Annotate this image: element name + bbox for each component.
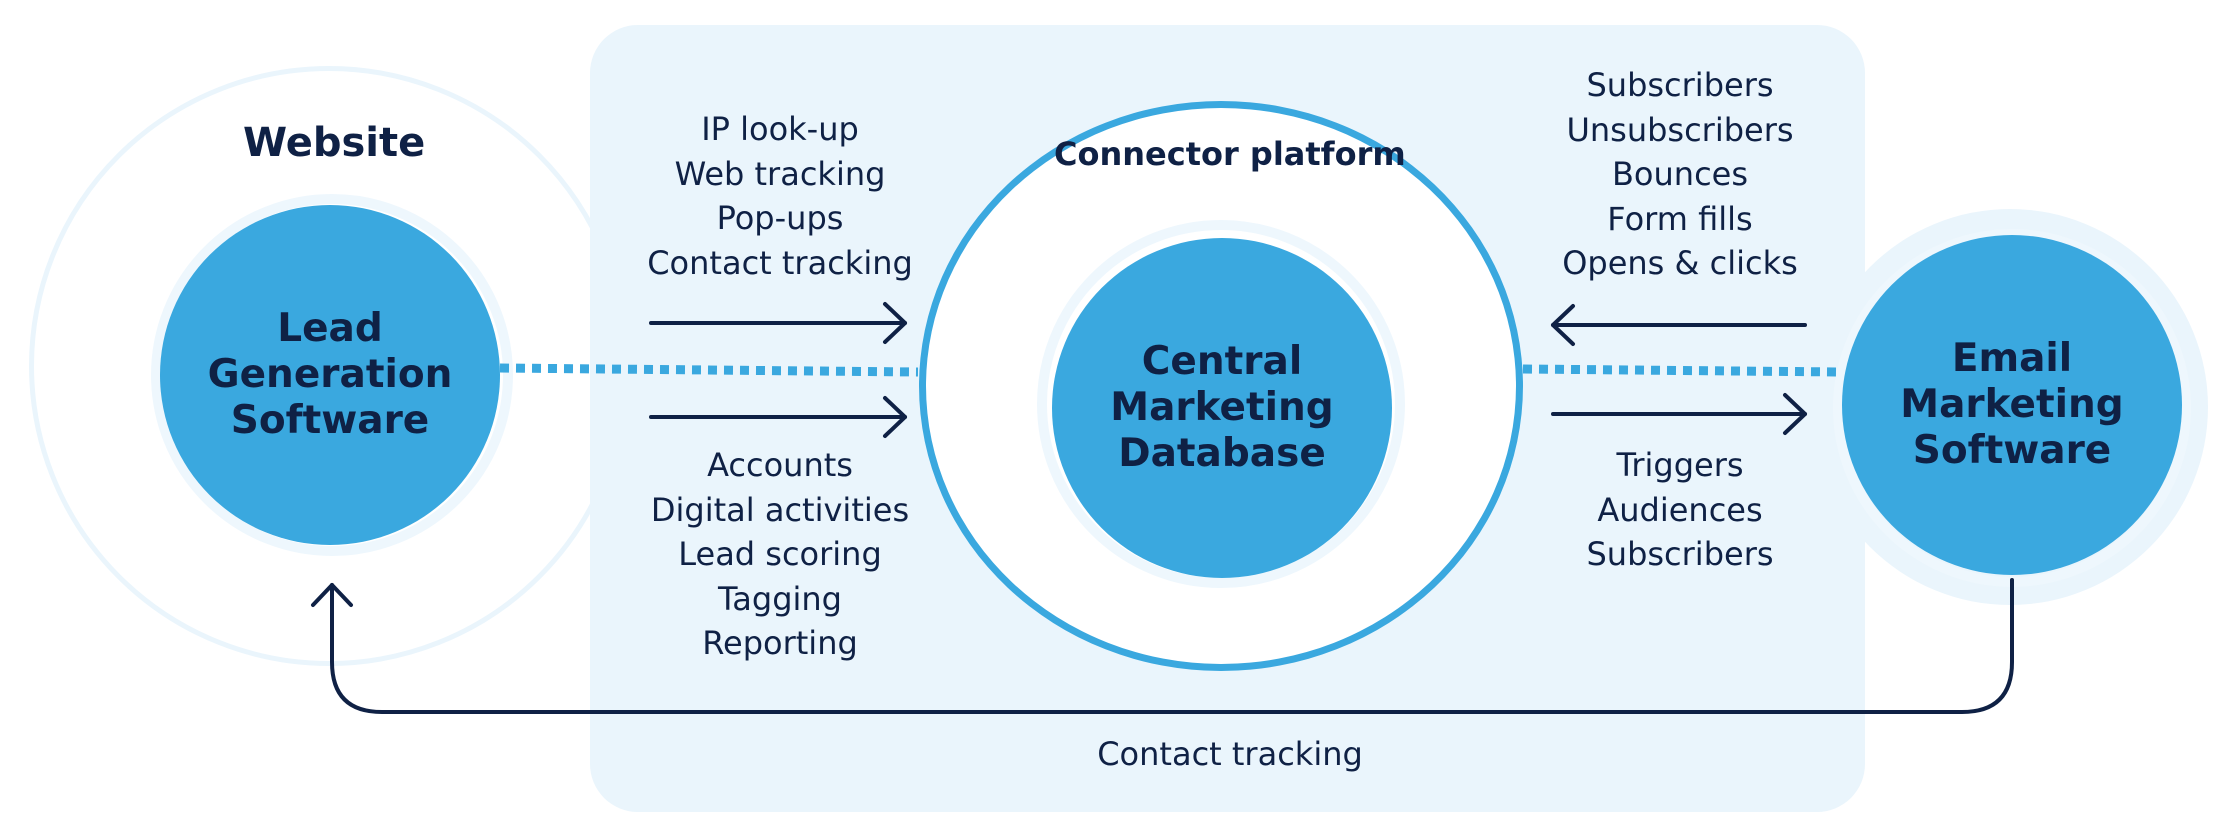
central-node-halo [1037, 220, 1405, 588]
central-marketing-database-node: Central Marketing Database [1052, 238, 1392, 578]
contact-tracking-loop-label: Contact tracking [1060, 732, 1400, 776]
arrow-db-to-email [1551, 393, 1807, 435]
flow-label: Subscribers [1586, 535, 1774, 573]
flow-label: Bounces [1611, 155, 1749, 193]
flow-label: Tagging [718, 579, 842, 618]
flow-label: Audiences [1597, 490, 1763, 529]
flow-label: Triggers [1616, 446, 1744, 484]
lead-generation-software-node: Lead Generation Software [160, 205, 500, 545]
flow-label: Digital activities [650, 490, 910, 529]
flow-label: Reporting [702, 624, 858, 662]
arrow-email-to-db [1551, 304, 1807, 346]
flow-label: Pop-ups [716, 199, 844, 237]
flow-label: Lead scoring [678, 535, 882, 573]
db-email-dotted-link [1522, 364, 1843, 377]
lead-to-db-top-labels: IP look-up Web tracking Pop-ups Contact … [620, 107, 940, 285]
flow-label: Unsubscribers [1566, 110, 1794, 149]
connector-platform-title: Connector platform [1054, 135, 1406, 173]
flow-label: Accounts [707, 446, 853, 484]
loop-label: Contact tracking [1097, 735, 1363, 773]
email-to-db-labels: Subscribers Unsubscribers Bounces Form f… [1520, 63, 1840, 286]
flow-label: Opens & clicks [1562, 244, 1798, 282]
central-node-label: Central Marketing Database [1110, 339, 1334, 476]
flow-label: Form fills [1607, 199, 1753, 238]
arrow-lead-to-db-bottom [649, 396, 907, 438]
flow-label: Subscribers [1586, 66, 1774, 104]
website-title: Website [243, 120, 426, 166]
lead-node-halo [151, 194, 513, 556]
flow-label: Contact tracking [647, 243, 913, 282]
contact-tracking-loop-arrow [311, 578, 2014, 714]
email-node-label: Email Marketing Software [1900, 336, 2124, 473]
db-to-email-labels: Triggers Audiences Subscribers [1520, 443, 1840, 577]
email-marketing-software-node: Email Marketing Software [1842, 235, 2182, 575]
flow-label: Web tracking [674, 154, 886, 193]
lead-to-db-bottom-labels: Accounts Digital activities Lead scoring… [620, 443, 940, 666]
lead-db-dotted-link [499, 363, 919, 377]
lead-node-label: Lead Generation Software [207, 306, 453, 443]
flow-label: IP look-up [701, 110, 859, 148]
arrow-lead-to-db-top [649, 302, 907, 344]
